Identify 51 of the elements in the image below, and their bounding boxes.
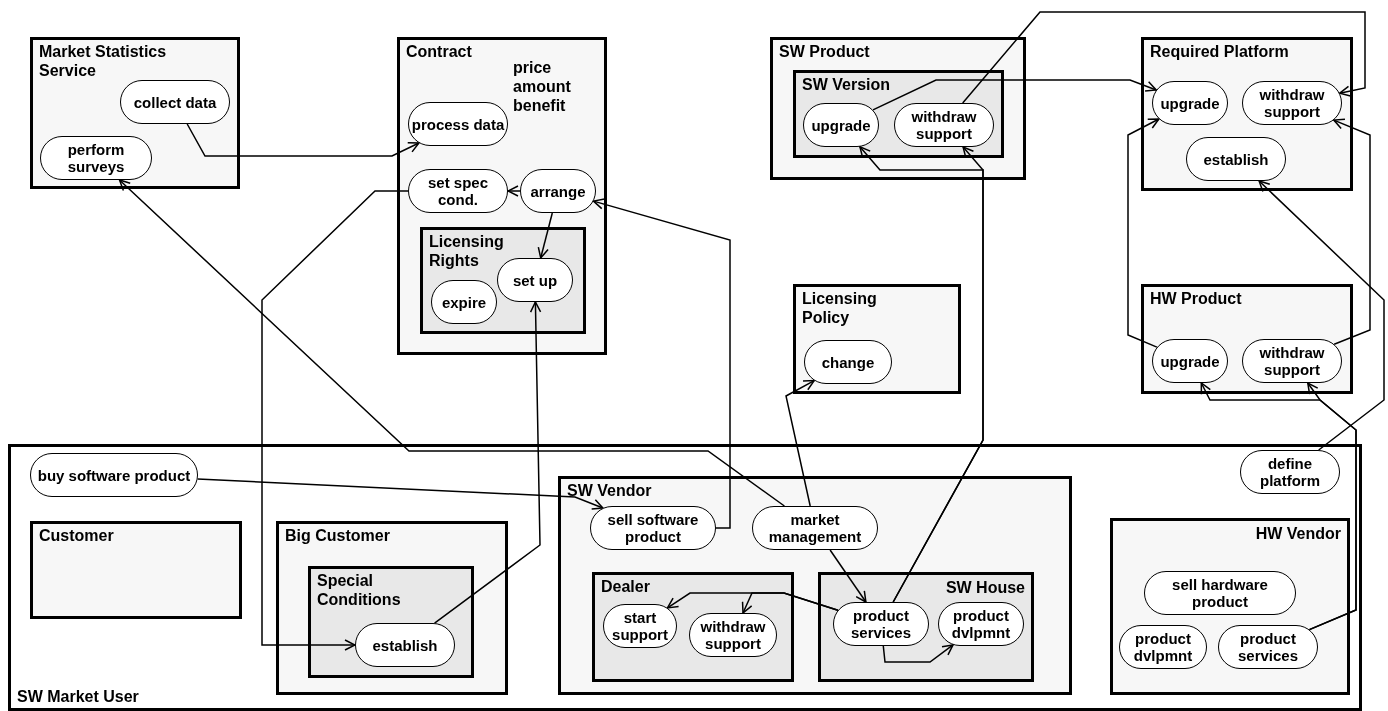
arrow (1258, 180, 1385, 451)
group-title: SW Vendor (567, 481, 652, 500)
group-box (793, 70, 1004, 158)
group-title: SW House (945, 578, 1025, 597)
group-title: SW Product (779, 42, 870, 61)
group-title: HW Product (1150, 289, 1242, 308)
group-title: HW Vendor (1255, 524, 1341, 543)
arrow (433, 301, 542, 624)
group-box (30, 37, 240, 189)
group-box (592, 572, 794, 682)
group-box (30, 521, 242, 619)
group-title: Contract (406, 42, 473, 61)
arrow (507, 185, 521, 197)
arrow (1307, 382, 1357, 631)
group-box (8, 444, 1362, 711)
arrow (1333, 118, 1371, 345)
arrow (961, 11, 1366, 104)
arrow (785, 379, 815, 507)
arrow (537, 212, 554, 259)
group-box (793, 284, 961, 394)
group-title: SW Version (802, 75, 891, 94)
arrow (872, 79, 1157, 111)
arrow (196, 478, 604, 510)
group-box (558, 476, 1072, 695)
group-box (420, 227, 586, 334)
group-box (276, 521, 508, 695)
arrow (1127, 118, 1160, 348)
group-title: Licensing Policy (802, 289, 878, 327)
group-box (818, 572, 1034, 682)
group-title: Customer (39, 526, 114, 545)
group-box (1110, 518, 1350, 695)
arrow (741, 592, 839, 614)
group-title: Special Conditions (317, 571, 402, 609)
group-box (1141, 37, 1353, 191)
group-title: Dealer (601, 577, 650, 596)
group-title: Required Platform (1150, 42, 1289, 61)
arrow (261, 190, 409, 651)
group-title: SW Market User (17, 687, 139, 706)
group-box (770, 37, 1026, 180)
group-box (397, 37, 607, 355)
attribute-list: price amount benefit (513, 58, 599, 115)
arrow (592, 198, 731, 529)
arrow (186, 123, 420, 157)
group-box (308, 566, 474, 678)
group-title: Big Customer (285, 526, 390, 545)
arrow (882, 644, 954, 663)
group-title: Market Statistics Service (39, 42, 168, 80)
arrow (892, 146, 984, 603)
group-box (1141, 284, 1353, 394)
arrow (829, 549, 867, 603)
arrow (118, 179, 786, 507)
